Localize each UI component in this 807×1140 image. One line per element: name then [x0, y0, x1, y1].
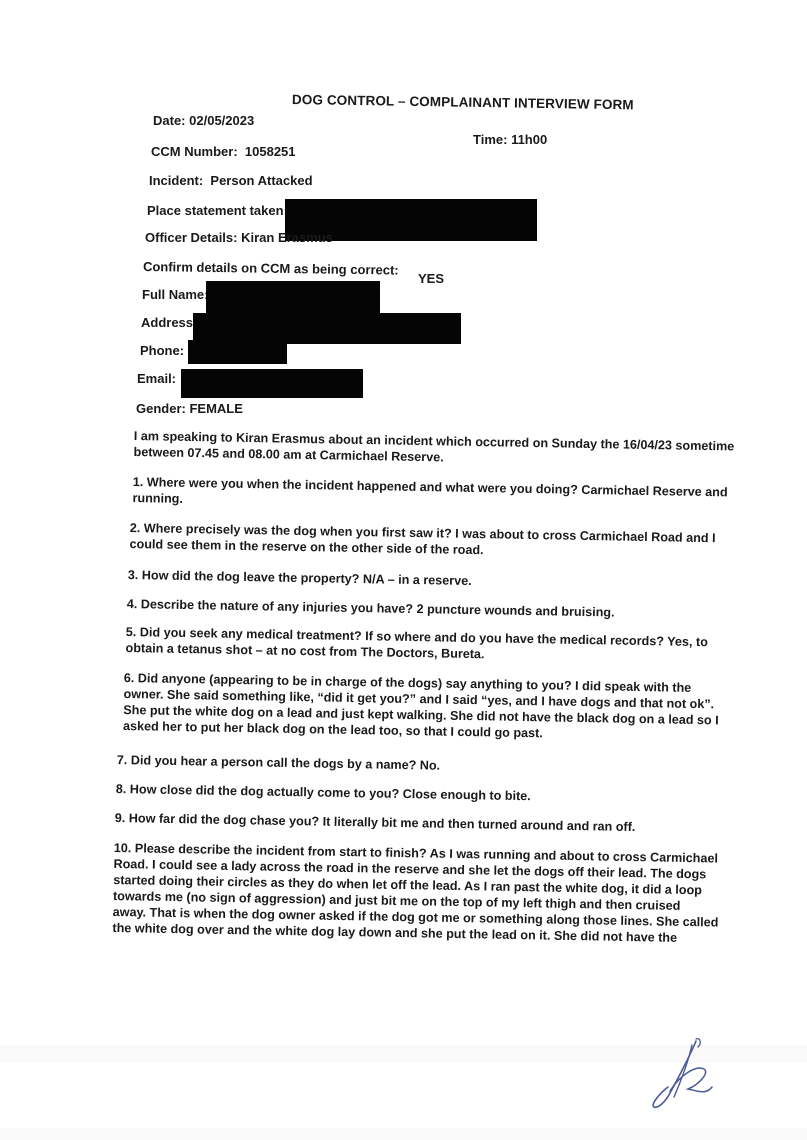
question-10: 10. Please describe the incident from st…	[112, 840, 719, 947]
scan-shadow-band	[0, 1045, 807, 1063]
address-label: Address	[141, 315, 194, 330]
officer-label: Officer Details:	[145, 230, 238, 245]
intro-paragraph: I am speaking to Kiran Erasmus about an …	[133, 428, 734, 470]
question-2: 2. Where precisely was the dog when you …	[129, 520, 715, 562]
place-label: Place statement taken:	[147, 203, 288, 218]
redaction-email	[181, 369, 363, 398]
date-value: 02/05/2023	[189, 113, 255, 128]
ccm-label: CCM Number:	[151, 144, 238, 159]
question-8: 8. How close did the dog actually come t…	[116, 781, 531, 804]
question-4: 4. Describe the nature of any injuries y…	[127, 596, 615, 621]
email-label: Email:	[137, 371, 177, 386]
form-title: DOG CONTROL – COMPLAINANT INTERVIEW FORM	[291, 92, 634, 113]
phone-label: Phone:	[140, 343, 185, 358]
question-5: 5. Did you seek any medical treatment? I…	[125, 624, 708, 666]
confirm-value: YES	[418, 271, 445, 286]
question-7: 7. Did you hear a person call the dogs b…	[117, 752, 441, 774]
question-3: 3. How did the dog leave the property? N…	[128, 567, 472, 589]
gender-label: Gender:	[136, 401, 186, 416]
date-label: Date:	[153, 113, 186, 128]
confirm-label: Confirm details on CCM as being correct:	[142, 259, 399, 278]
scan-shadow-band-bottom	[0, 1128, 807, 1140]
question-line: 7. Did you hear a person call the dogs b…	[116, 752, 441, 773]
question-line: 4. Describe the nature of any injuries y…	[126, 596, 615, 620]
incident-field: Incident: Person Attacked	[149, 173, 313, 189]
incident-value: Person Attacked	[210, 173, 313, 188]
redaction-fullname	[206, 281, 380, 319]
date-field: Date: 02/05/2023	[153, 113, 254, 129]
redaction-officer-overlap	[285, 222, 537, 235]
time-label: Time:	[473, 132, 508, 147]
redaction-address	[193, 313, 461, 344]
handwritten-initials	[652, 1037, 713, 1109]
question-1: 1. Where were you when the incident happ…	[132, 474, 727, 516]
question-9: 9. How far did the dog chase you? It lit…	[115, 810, 636, 835]
ccm-number-field: CCM Number: 1058251	[151, 144, 296, 160]
fullname-label: Full Name:	[142, 287, 209, 302]
question-line: 8. How close did the dog actually come t…	[115, 781, 531, 804]
time-field: Time: 11h00	[473, 132, 547, 148]
ccm-value: 1058251	[244, 144, 296, 159]
gender-field: Gender: FEMALE	[136, 401, 243, 417]
redaction-phone	[188, 340, 287, 364]
question-line: 3. How did the dog leave the property? N…	[127, 567, 472, 588]
question-line: 9. How far did the dog chase you? It lit…	[114, 810, 636, 835]
question-6: 6. Did anyone (appearing to be in charge…	[123, 670, 720, 744]
time-value: 11h00	[511, 132, 548, 147]
incident-label: Incident:	[149, 173, 204, 188]
gender-value: FEMALE	[189, 401, 243, 416]
